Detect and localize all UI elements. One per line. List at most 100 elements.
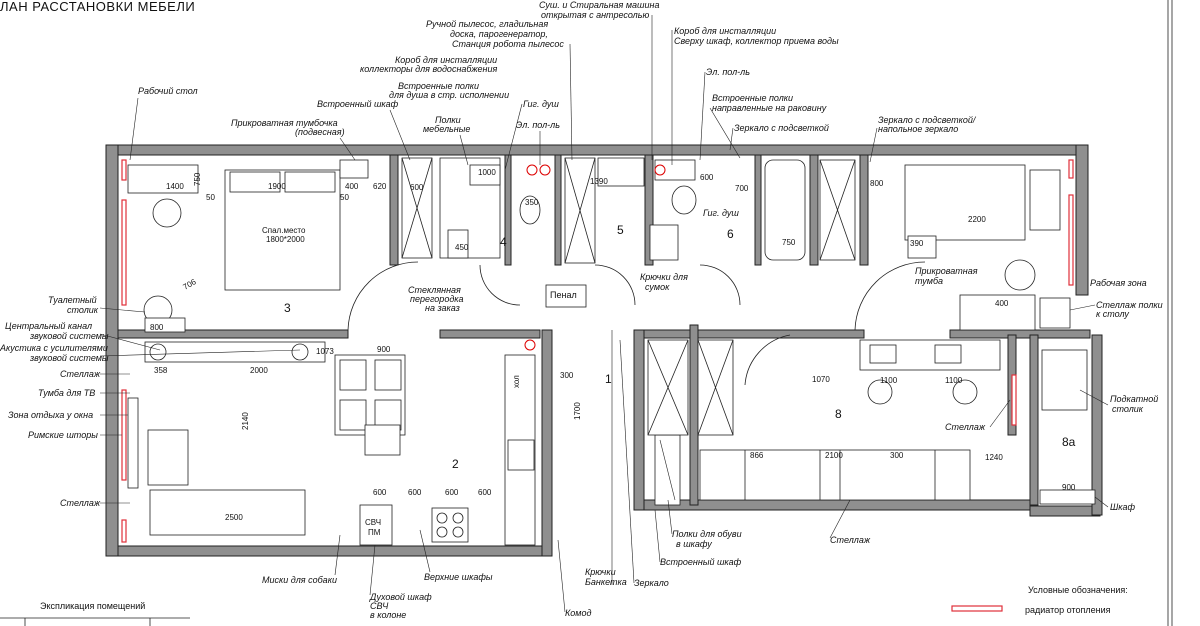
svg-text:600: 600 [700, 173, 714, 182]
room-5: 5 [617, 223, 624, 237]
bed-size-label: 1800*2000 [266, 235, 305, 244]
label-vacuum-1: Ручной пылесос, гладильная [426, 19, 548, 29]
label-builtin-closet: Встроенный шкаф [317, 99, 399, 109]
label-rack-3: Стеллаж [830, 535, 871, 545]
label-rack-4: Стеллаж [945, 422, 986, 432]
svg-text:600: 600 [478, 488, 492, 497]
svg-text:1100: 1100 [945, 376, 963, 385]
label-builtin-closet-2: Встроенный шкаф [660, 557, 742, 567]
label-mirror-floor-1: Зеркало с подсветкой/ [878, 115, 977, 125]
label-work-zone: Рабочая зона [1090, 278, 1147, 288]
svg-text:300: 300 [560, 371, 574, 380]
label-bag-hooks-1: Крючки для [640, 272, 688, 282]
svg-text:2500: 2500 [225, 513, 243, 522]
label-oven-3: в колоне [370, 610, 406, 620]
outer-walls [105, 144, 1103, 557]
svg-text:1000: 1000 [478, 168, 496, 177]
label-central-channel-1: Центральный канал [5, 321, 92, 331]
label-shoe-shelves-2: в шкафу [676, 539, 712, 549]
svg-text:400: 400 [345, 182, 359, 191]
desk-chair [152, 198, 182, 228]
svg-text:600: 600 [410, 183, 424, 192]
label-toilet-table-1: Туалетный [48, 295, 97, 305]
bedside-table [339, 159, 369, 179]
plan-title: ЛАН РАССТАНОВКИ МЕБЕЛИ [0, 0, 195, 14]
label-dryer-2: открытая с антресолью [541, 10, 649, 20]
label-shelves-sink-2: направленные на раковину [712, 103, 827, 113]
bed-right [904, 164, 1026, 241]
room-8a-number: 8а [1062, 435, 1076, 449]
label-vacuum-3: Станция робота пылесос [452, 39, 564, 49]
bathroom-6: 6 [649, 159, 856, 306]
label-rack-2: Стеллаж [60, 498, 101, 508]
svg-text:50: 50 [206, 193, 215, 202]
bedroom-right [854, 164, 1071, 331]
room-5-laundry: 5 [564, 157, 645, 306]
label-glass-partition-1: Стеклянная [408, 285, 461, 295]
legend-radiator-label: радиатор отопления [1025, 605, 1111, 615]
label-builtin-shelves-2: для душа в стр. исполнении [389, 90, 509, 100]
svg-text:390: 390 [910, 239, 924, 248]
room-8a: 8а [1039, 349, 1096, 505]
svg-text:450: 450 [455, 243, 469, 252]
label-box-install-2: коллекторы для водоснабжения [360, 64, 498, 74]
label-hooks-bench-2: Банкетка [585, 577, 627, 587]
svg-text:600: 600 [373, 488, 387, 497]
label-acoustics-1: Акустика с усилителями [0, 343, 108, 353]
cooktop [431, 507, 469, 543]
bathroom-4: 4 [439, 157, 551, 306]
callout-labels: Рабочий стол Прикроватная тумбочка (подв… [0, 0, 1163, 620]
svg-text:350: 350 [525, 198, 539, 207]
svg-text:1700: 1700 [573, 402, 582, 420]
label-oven-2: СВЧ [370, 601, 389, 611]
mw-label: СВЧ [365, 518, 381, 527]
svg-text:600: 600 [408, 488, 422, 497]
svg-text:900: 900 [1062, 483, 1076, 492]
svg-text:2000: 2000 [250, 366, 268, 375]
label-acoustics-2: звуковой системы [29, 353, 109, 363]
svg-text:50: 50 [340, 193, 349, 202]
svg-text:2140: 2140 [241, 412, 250, 430]
label-bedside-2: Прикроватная [915, 266, 978, 276]
svg-text:800: 800 [870, 179, 884, 188]
label-bedside-hanging-2: (подвесная) [295, 127, 345, 137]
svg-text:1390: 1390 [590, 177, 608, 186]
explication-table: Экспликация помещений [0, 601, 190, 626]
label-roll-table-1: Подкатной [1110, 394, 1158, 404]
label-vacuum-2: доска, парогенератор, [450, 29, 548, 39]
label-bag-hooks-2: сумок [645, 282, 670, 292]
legend: Условные обозначения: радиатор отопления [1025, 585, 1128, 615]
room-2: 2 [452, 457, 459, 471]
label-pencil-case: Пенал [550, 290, 577, 300]
label-el-floor-2: Эл. пол-ль [706, 67, 750, 77]
pencil-case-box [545, 284, 587, 308]
fridge-label: хол [512, 375, 521, 388]
sofa [149, 489, 306, 536]
label-builtin-shelves-1: Встроенные полки [398, 81, 479, 91]
label-upper-cabinets: Верхние шкафы [424, 572, 493, 582]
oven-column [359, 504, 393, 546]
label-bedside-hanging: Прикроватная тумбочка [231, 118, 338, 128]
label-mirror: Зеркало [634, 578, 669, 588]
label-furniture-shelves-1: Полки [435, 115, 461, 125]
bathtub [764, 159, 806, 261]
svg-text:1240: 1240 [985, 453, 1003, 462]
svg-text:600: 600 [445, 488, 459, 497]
label-mirror-light: Зеркало с подсветкой [734, 123, 829, 133]
svg-text:300: 300 [890, 451, 904, 460]
label-dryer-1: Суш. и Стиральная машина [539, 0, 659, 10]
svg-text:1073: 1073 [316, 347, 334, 356]
svg-text:400: 400 [995, 299, 1009, 308]
work-zone-desk [959, 294, 1036, 331]
svg-text:750: 750 [193, 172, 202, 186]
label-box-install-b1: Короб для инсталляции [674, 26, 776, 36]
room-4: 4 [500, 235, 507, 249]
svg-text:900: 900 [377, 345, 391, 354]
label-closet-8a: Шкаф [1110, 502, 1136, 512]
label-box-install-1: Короб для инсталляции [395, 55, 497, 65]
svg-text:2200: 2200 [968, 215, 986, 224]
study-8: 8 [699, 334, 1001, 501]
label-glass-partition-3: на заказ [425, 303, 460, 313]
label-roman-blinds: Римские шторы [28, 430, 98, 440]
label-central-channel-2: звуковой системы [29, 331, 109, 341]
